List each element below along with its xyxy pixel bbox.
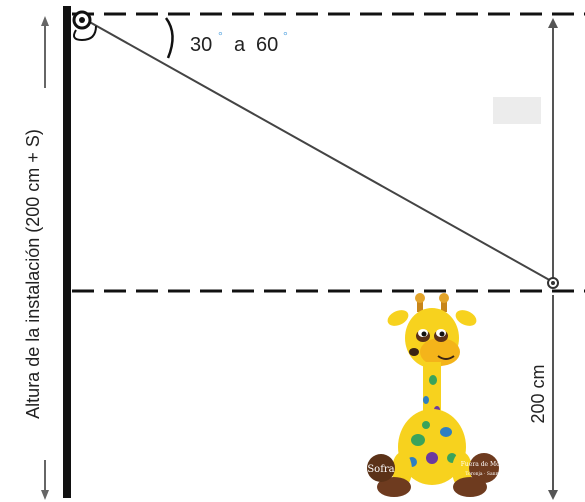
brand-badge-left-text: Sofra <box>367 464 394 475</box>
svg-text:30: 30 <box>190 34 212 56</box>
total-height-arrow-top <box>41 16 49 26</box>
total-height-arrow-bottom <box>41 490 49 500</box>
angle-label: 30 ° a 60 ° <box>190 29 288 56</box>
cable-diagonal-line <box>85 19 554 283</box>
giraffe-mascot: Sofra Fuera de Modo Toronja · Sanmo <box>367 293 508 497</box>
brand-badge-left: Sofra <box>367 454 395 482</box>
angle-min-degree: ° <box>218 29 223 43</box>
right-measure-arrow-top <box>548 18 558 28</box>
faint-blur-box <box>493 97 541 124</box>
giraffe-horns <box>387 293 477 326</box>
angle-max-degree: ° <box>283 29 288 43</box>
wall-post <box>63 6 71 498</box>
pulley-icon <box>72 10 97 42</box>
angle-min: 30 <box>190 34 212 56</box>
angle-arc <box>164 17 174 59</box>
bottom-measure-arrow-bottom <box>548 490 558 500</box>
brand-badge-right-line2: Toronja · Sanmo <box>465 471 502 477</box>
brand-badge-right: Fuera de Modo Toronja · Sanmo <box>461 453 508 483</box>
anchor-point-icon <box>547 277 559 289</box>
angle-max: 60 <box>256 34 278 56</box>
angle-connector: a <box>234 34 246 56</box>
install-height-label: Altura de la instalación (200 cm + S) <box>23 129 43 419</box>
brand-badge-right-line1: Fuera de Modo <box>461 461 508 468</box>
giraffe-eyes <box>416 329 448 342</box>
bottom-height-label: 200 cm <box>528 364 548 423</box>
